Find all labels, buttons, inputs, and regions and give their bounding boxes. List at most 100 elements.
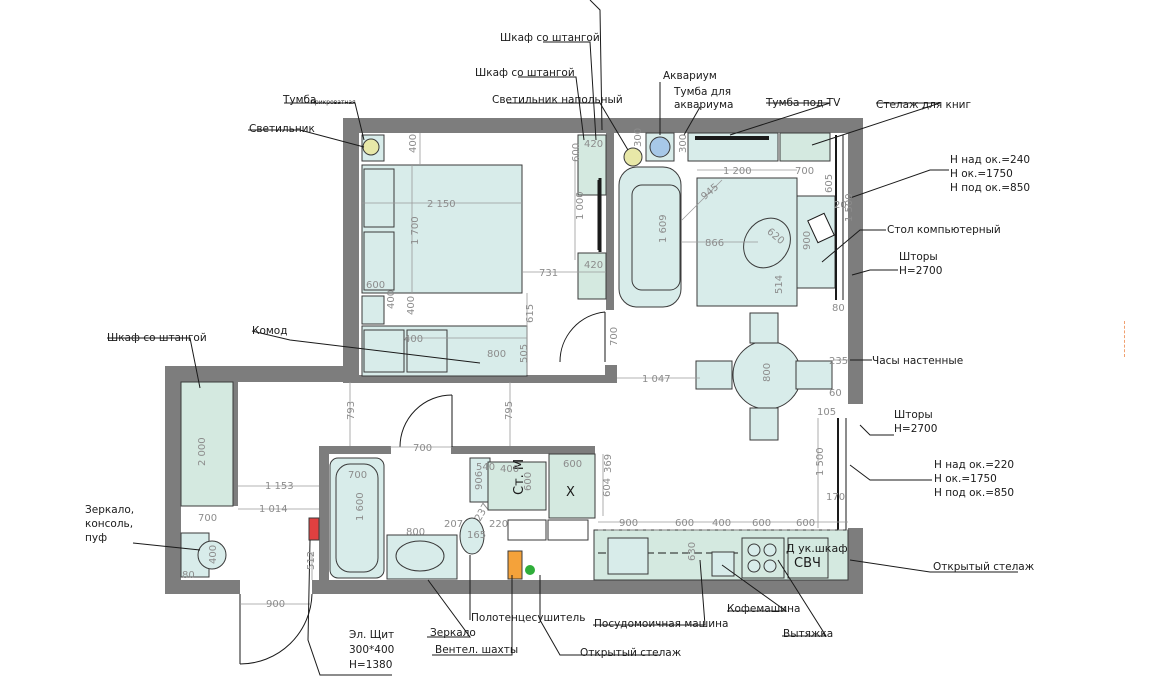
dim-795: 795 [504,401,515,420]
dim-420: 420 [584,260,603,271]
dim-514: 514 [774,275,785,294]
dim-105: 105 [817,407,836,418]
computer-desk [796,195,836,289]
label-vent-shafts: Вентел. шахты [435,644,518,656]
dim-2150: 2 150 [427,199,456,210]
label-aquarium-stand-2: аквариума [674,99,733,111]
dim-80: 80 [832,303,845,314]
label-bookshelf: Стелаж для книг [876,99,971,111]
dim-700: 700 [609,327,620,346]
dim-400: 400 [712,518,731,529]
dim-1500: 1 500 [844,193,855,222]
label-mirror-set-1: Зеркало, [85,504,134,516]
dim-400: 400 [386,290,397,309]
label-win1-h1: Н над ок.=240 [950,154,1030,166]
dim-1014: 1 014 [259,504,288,515]
dim-605: 605 [824,174,835,193]
towel-dryer [507,550,523,580]
dim-80: 80 [182,570,195,581]
label-bedside-sub: прикроватная [311,99,356,106]
label-mirror-set-3: пуф [85,532,107,544]
label-wall-clock: Часы настенные [872,355,963,367]
dim-1609: 1 609 [658,214,669,243]
label-aquarium-stand-1: Тумба для [673,86,731,98]
label-wardrobe-mid: Шкаф со штангой [475,67,575,79]
label-curtains2-b: Н=2700 [894,423,937,435]
dim-615: 615 [525,304,536,323]
dim-900: 900 [802,231,813,250]
dim-600: 600 [675,518,694,529]
dim-731: 731 [539,268,558,279]
kitchen-sink [607,537,649,575]
dimension-labels: 400 2 150 1 700 600 400 400 731 615 400 … [182,128,855,610]
dim-400: 400 [406,296,417,315]
dim-540: 540 [476,462,495,473]
label-el-panel-1: Эл. Щит [349,629,394,641]
label-kitchen-cab: Д ук.шкаф [786,542,848,555]
pouf [197,540,227,570]
electrical-panel [308,517,320,541]
label-computer-desk: Стол компьютерный [887,224,1001,236]
dim-300: 300 [633,128,644,147]
dim-2000: 2 000 [197,437,208,466]
floor-lamp-icon [623,147,643,167]
office-chair [743,217,791,269]
dim-1000: 1 000 [575,191,586,220]
cooktop [741,537,785,579]
dim-800: 800 [762,363,773,382]
dim-1500: 1 500 [815,447,826,476]
dim-600: 600 [563,459,582,470]
bathroom [329,457,589,580]
dim-235: 235 [829,356,848,367]
pillow [363,231,395,291]
label-washer: Ст. М [512,459,527,495]
dim-600: 600 [523,472,534,491]
dim-700: 700 [198,513,217,524]
washer [487,461,547,511]
chair [695,360,733,390]
dim-220: 220 [489,519,508,530]
dim-600: 600 [571,143,582,162]
vent-icon [525,565,535,575]
dim-900: 900 [266,599,285,610]
dim-1200: 1 200 [723,166,752,177]
dim-1047: 1 047 [642,374,671,385]
label-win1-h3: Н под ок.=850 [950,182,1030,194]
dim-400: 400 [404,334,423,345]
lamp-icon [362,138,380,156]
dim-20: 20 [834,200,847,211]
label-hood: Вытяжка [783,628,833,640]
label-win1-h2: Н ок.=1750 [950,168,1013,180]
label-curtains2-a: Шторы [894,409,933,421]
chair [749,407,779,441]
dim-604: 604 [602,478,613,497]
label-dresser: Комод [252,325,287,337]
leader-lines [107,0,1018,676]
dim-165: 165 [467,530,486,541]
pillow [363,168,395,228]
hallway [180,381,453,665]
dim-170: 170 [826,492,845,503]
room-labels: Шкаф со штангой Шкаф со штангой Аквариум… [85,32,1035,671]
label-coffee-machine: Кофемашина [727,603,800,615]
walls [165,118,863,594]
label-dishwasher: Посудомоичная машина [594,618,728,630]
label-mirror: Зеркало [430,627,476,639]
label-bedside: Тумба [282,94,316,106]
dim-512: 512 [306,551,317,570]
label-win2-h3: Н под ок.=850 [934,487,1014,499]
kitchen [548,453,849,581]
dim-1153: 1 153 [265,481,294,492]
dim-866: 866 [705,238,724,249]
label-open-shelf-bottom: Открытый стелаж [580,647,682,659]
dim-900: 900 [619,518,638,529]
living-room [618,132,847,530]
dim-630: 630 [687,542,698,561]
dim-700: 700 [795,166,814,177]
dim-906: 906 [474,471,485,490]
label-curtains1-b: Н=2700 [899,265,942,277]
dim-600: 600 [752,518,771,529]
dim-1700: 1 700 [410,216,421,245]
dim-300: 300 [678,134,689,153]
dim-400: 400 [208,545,219,564]
